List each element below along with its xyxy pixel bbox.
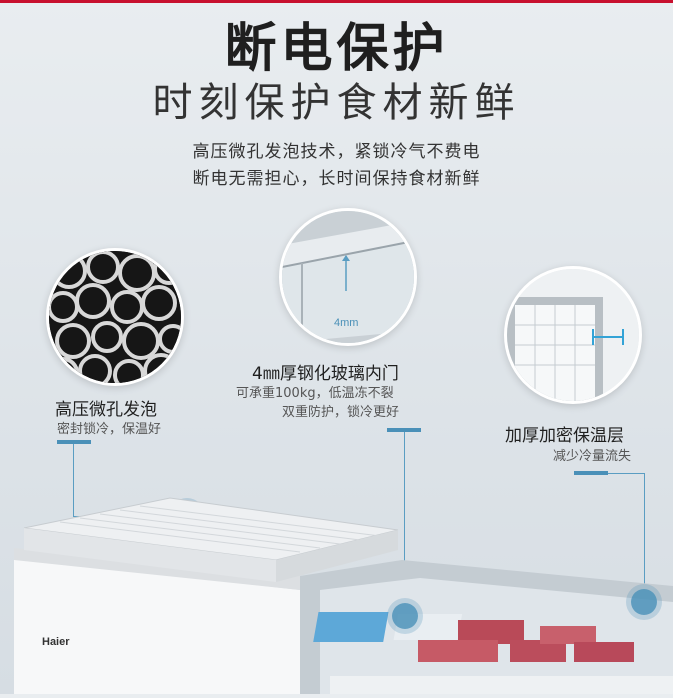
callout-line-insulation-vertical xyxy=(644,473,645,589)
callout-line-glass xyxy=(404,432,405,610)
feature-foam-accent-bar xyxy=(57,440,91,444)
feature-glass-subtitle-2: 双重防护，锁冷更好 xyxy=(282,405,400,420)
feature-insulation-subtitle: 减少冷量流失 xyxy=(553,449,632,464)
foam-closeup-image xyxy=(46,248,184,386)
feature-foam-title: 高压微孔发泡 xyxy=(55,400,157,420)
feature-glass-subtitle-1: 可承重100kg，低温冻不裂 xyxy=(236,386,394,401)
feature-glass-title: 4㎜厚钢化玻璃内门 xyxy=(252,364,399,384)
feature-foam-subtitle: 密封锁冷，保温好 xyxy=(57,422,162,437)
description-line-1: 高压微孔发泡技术，紧锁冷气不费电 xyxy=(192,142,481,162)
feature-insulation-title: 加厚加密保温层 xyxy=(505,426,624,446)
brand-logo: Haier xyxy=(42,636,70,648)
callout-dot-glass xyxy=(392,603,418,629)
feature-insulation-accent-bar xyxy=(574,471,608,475)
callout-line-insulation-horizontal xyxy=(608,473,645,474)
page-title: 断电保护 xyxy=(224,19,449,79)
feature-glass-accent-bar xyxy=(387,428,421,432)
insulation-closeup-image xyxy=(504,266,642,404)
description-line-2: 断电无需担心，长时间保持食材新鲜 xyxy=(192,169,481,189)
freezer-illustration xyxy=(0,490,673,694)
glass-door-closeup-image: 4mm xyxy=(279,208,417,346)
callout-dot-insulation xyxy=(631,589,657,615)
callout-line-foam-vertical xyxy=(73,444,74,516)
top-rule xyxy=(0,0,673,3)
glass-thickness-label: 4mm xyxy=(334,317,359,329)
page-subtitle: 时刻保护食材新鲜 xyxy=(152,80,521,126)
